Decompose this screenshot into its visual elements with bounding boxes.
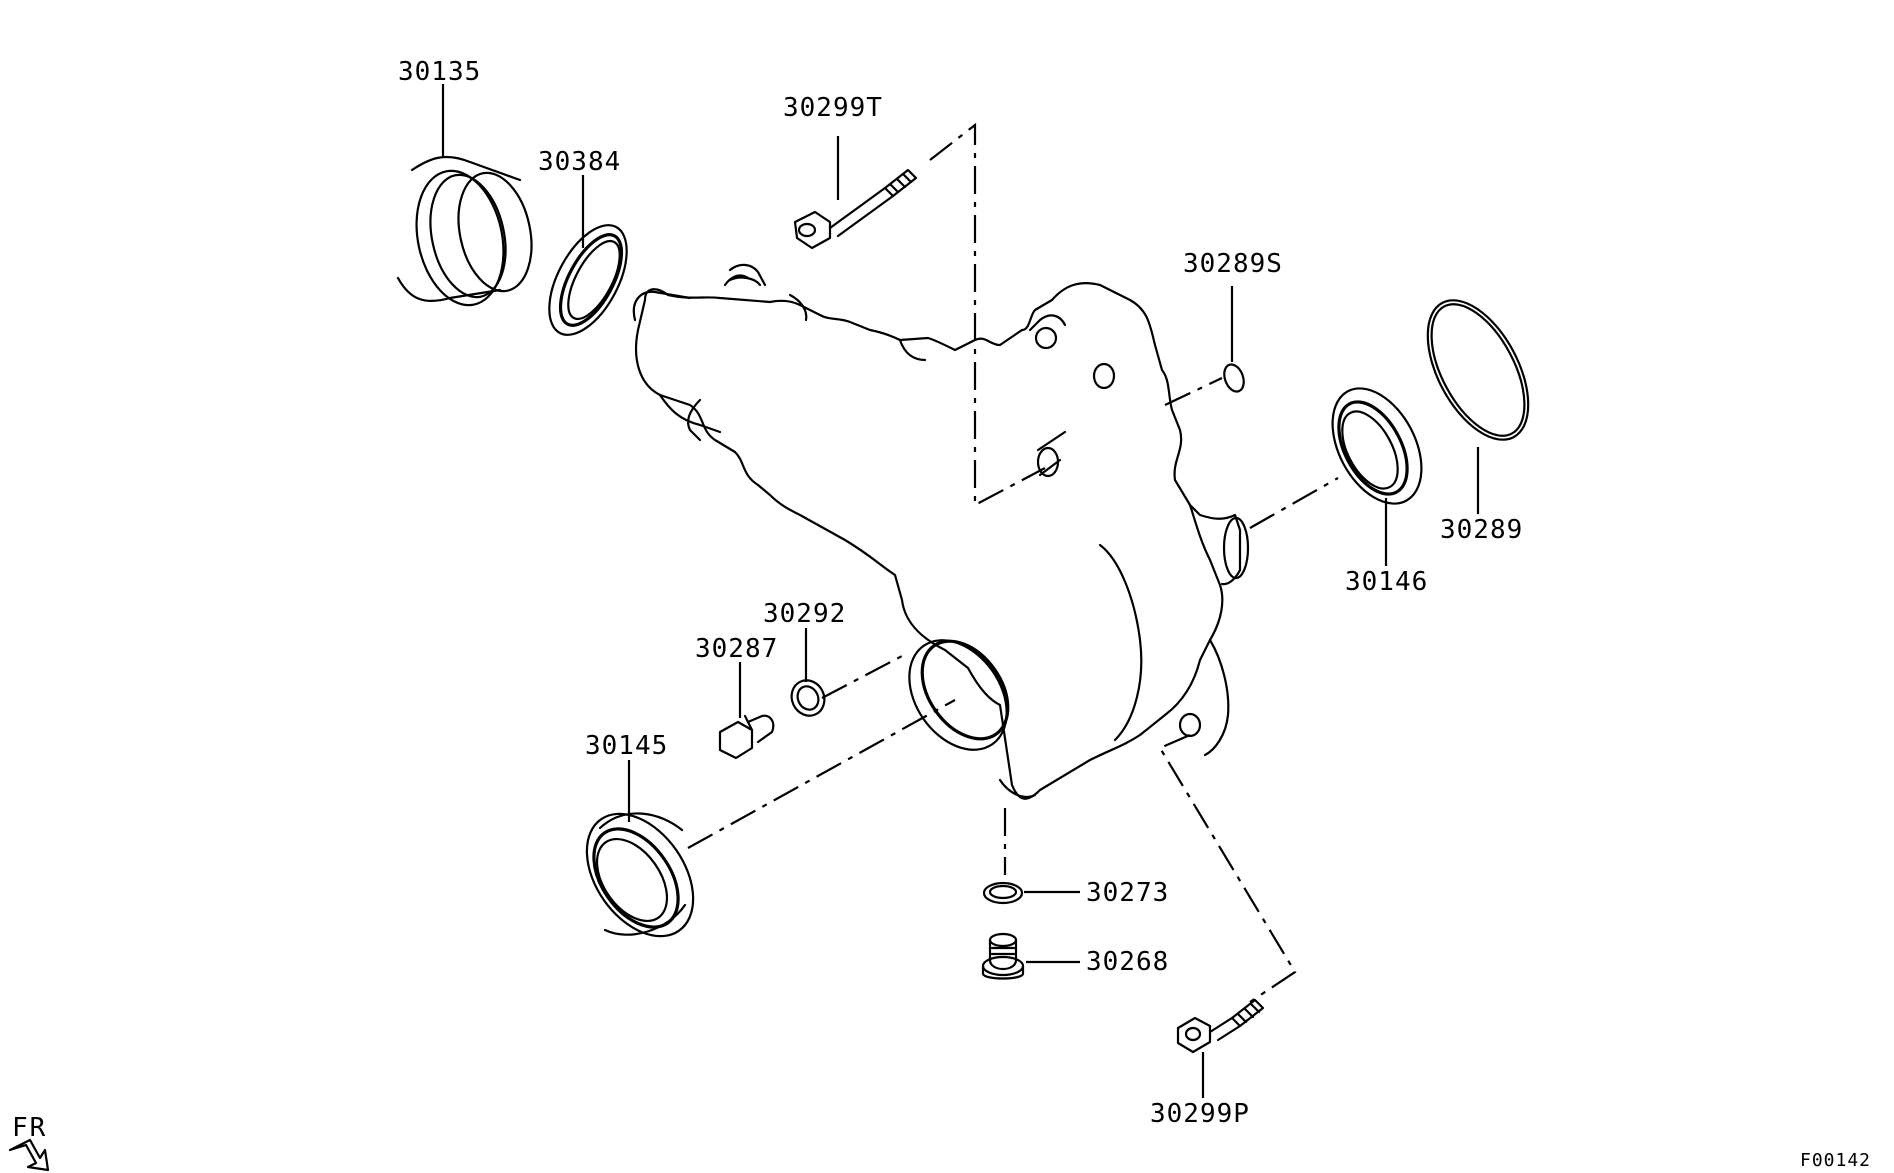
- label-30273: 30273: [1086, 878, 1169, 908]
- label-30289: 30289: [1440, 515, 1523, 545]
- part-30299T-bolt[interactable]: [793, 168, 918, 250]
- diagram-code: F00142: [1800, 1150, 1871, 1171]
- part-30384-seal[interactable]: [533, 213, 642, 347]
- label-30135: 30135: [398, 57, 481, 87]
- part-30292-washer[interactable]: [786, 675, 830, 721]
- part-30289S-oring[interactable]: [1221, 362, 1247, 394]
- part-30299P-bolt[interactable]: [1176, 998, 1265, 1054]
- part-30289-ring[interactable]: [1407, 284, 1549, 456]
- part-30287-plug[interactable]: [718, 714, 775, 760]
- label-30289S: 30289S: [1183, 249, 1283, 279]
- transfer-case-housing: [632, 263, 1250, 800]
- part-30145-seal[interactable]: [565, 794, 715, 956]
- label-30299P: 30299P: [1150, 1099, 1250, 1129]
- part-30135-sleeve[interactable]: [396, 155, 542, 313]
- label-30145: 30145: [585, 731, 668, 761]
- part-30146-seal[interactable]: [1314, 373, 1439, 518]
- center-lines: [687, 122, 1339, 1003]
- label-30268: 30268: [1086, 947, 1169, 977]
- fr-label: FR: [12, 1113, 47, 1143]
- label-30292: 30292: [763, 599, 846, 629]
- label-30146: 30146: [1345, 567, 1428, 597]
- part-30268-plug[interactable]: [981, 932, 1025, 980]
- label-30299T: 30299T: [783, 93, 883, 123]
- part-30273-washer[interactable]: [982, 881, 1024, 905]
- label-30287: 30287: [695, 634, 778, 664]
- label-30384: 30384: [538, 147, 621, 177]
- front-direction-arrow-icon: [8, 1138, 50, 1172]
